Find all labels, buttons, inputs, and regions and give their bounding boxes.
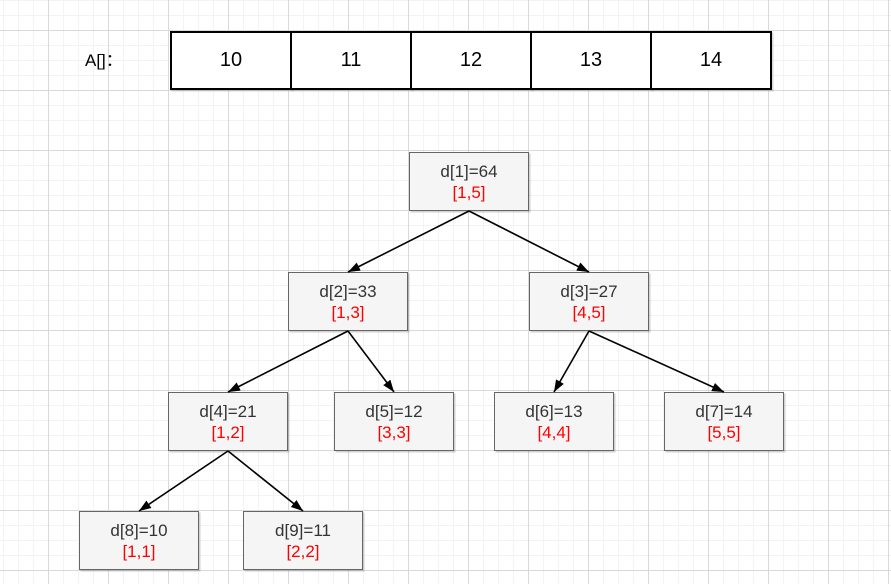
array-label: A[]： xyxy=(85,51,123,70)
array-cell: 14 xyxy=(650,31,772,90)
array-cell-value: 13 xyxy=(579,49,603,71)
array-cell: 13 xyxy=(530,31,652,90)
tree-edge-d2-d4 xyxy=(227,330,349,393)
array-cell: 12 xyxy=(410,31,532,90)
tree-node-d6: d[6]=13[4,4] xyxy=(494,392,614,451)
array-cell-value: 12 xyxy=(459,49,483,71)
tree-node-d7: d[7]=14[5,5] xyxy=(664,392,784,451)
tree-node-range: [1,1] xyxy=(122,541,156,561)
tree-node-range: [1,2] xyxy=(211,422,245,442)
tree-edge-d4-d8 xyxy=(138,450,229,512)
tree-node-d2: d[2]=33[1,3] xyxy=(288,272,408,331)
tree-node-d4: d[4]=21[1,2] xyxy=(168,392,288,451)
tree-node-range: [5,5] xyxy=(707,422,741,442)
array-cell-value: 11 xyxy=(340,49,362,71)
array-cell-value: 14 xyxy=(699,49,723,71)
tree-edge-d3-d6 xyxy=(553,330,590,393)
tree-node-range: [1,5] xyxy=(452,182,486,202)
tree-edge-d2-d5 xyxy=(347,330,395,393)
tree-edge-d1-d2 xyxy=(347,210,470,273)
tree-node-range: [1,3] xyxy=(331,302,365,322)
tree-node-label: d[4]=21 xyxy=(199,401,257,421)
tree-node-label: d[5]=12 xyxy=(365,401,423,421)
tree-node-d9: d[9]=11[2,2] xyxy=(243,511,363,570)
tree-node-range: [4,5] xyxy=(572,302,606,322)
tree-node-d5: d[5]=12[3,3] xyxy=(334,392,454,451)
tree-node-range: [2,2] xyxy=(286,541,320,561)
array-cell-value: 10 xyxy=(219,49,243,71)
tree-node-label: d[7]=14 xyxy=(695,401,753,421)
array-cell: 11 xyxy=(290,31,412,90)
tree-edge-d1-d3 xyxy=(468,210,590,273)
tree-node-range: [3,3] xyxy=(377,422,411,442)
array-cell: 10 xyxy=(170,31,292,90)
tree-node-range: [4,4] xyxy=(537,422,571,442)
tree-node-label: d[2]=33 xyxy=(319,281,377,301)
tree-node-label: d[9]=11 xyxy=(275,520,331,540)
tree-node-label: d[1]=64 xyxy=(440,161,498,181)
tree-edge-d3-d7 xyxy=(588,330,725,393)
tree-node-label: d[6]=13 xyxy=(525,401,583,421)
tree-edge-d4-d9 xyxy=(227,450,304,512)
tree-node-d8: d[8]=10[1,1] xyxy=(79,511,199,570)
tree-node-label: d[3]=27 xyxy=(560,281,618,301)
tree-node-label: d[8]=10 xyxy=(110,520,168,540)
tree-node-d3: d[3]=27[4,5] xyxy=(529,272,649,331)
tree-node-d1: d[1]=64[1,5] xyxy=(409,152,529,211)
